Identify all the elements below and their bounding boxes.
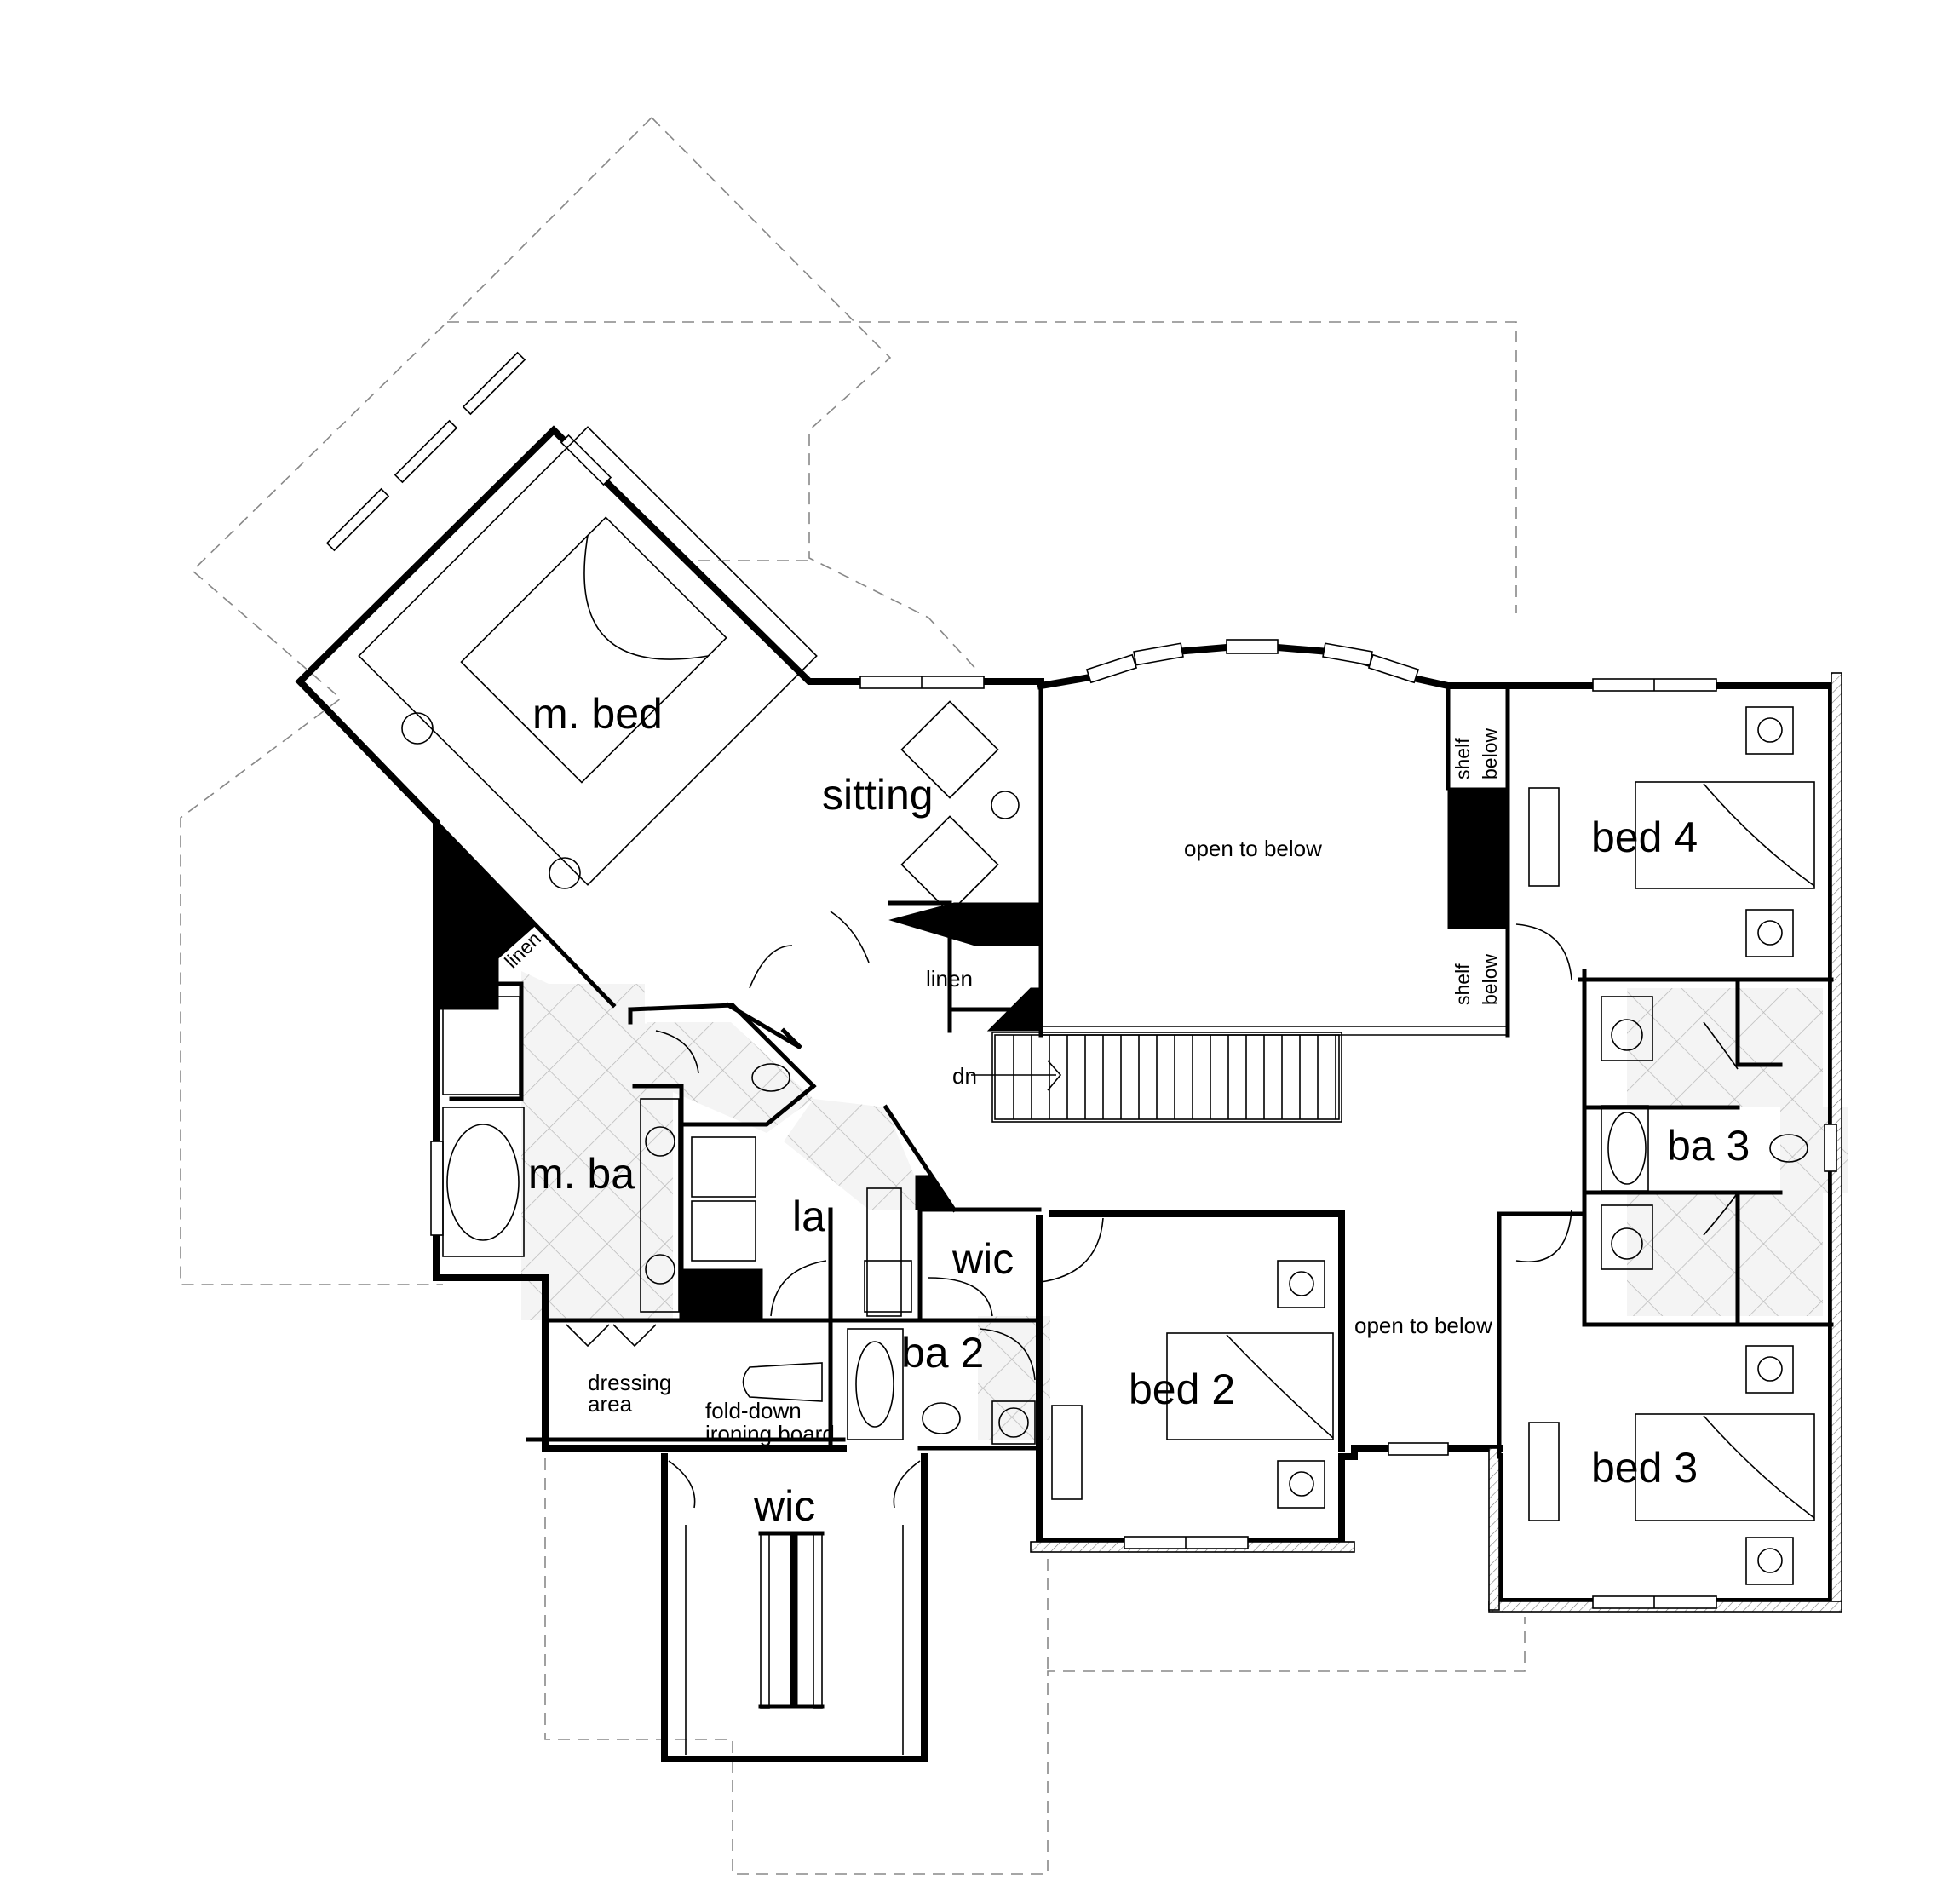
tile-floors [521,971,1848,1440]
label-laundry: la [792,1193,825,1240]
label-wic-small: wic [951,1235,1014,1283]
doors [566,911,1739,1509]
label-wic-master: wic [753,1482,815,1530]
label-sitting: sitting [822,771,934,819]
stairs [971,1032,1342,1123]
label-master-bed: m. bed [532,690,663,738]
label-open-to-below-main: open to below [1184,836,1322,861]
label-ironing-1: fold-down [705,1398,802,1423]
fixtures [358,426,1815,1755]
label-stair-down: dn [952,1063,977,1089]
label-dressing-1: dressing [588,1370,671,1395]
roof-outline [180,117,1526,1875]
solid-fills [435,787,1509,1321]
label-master-bath: m. ba [528,1150,635,1198]
windows [325,351,1837,1609]
room-labels: m. bed sitting open to below shelf below… [500,690,1750,1530]
label-open-to-below-small: open to below [1354,1313,1492,1338]
label-linen-hall: linen [926,966,973,992]
label-bath3: ba 3 [1667,1122,1750,1170]
label-dressing-2: area [588,1391,633,1417]
label-shelf-top-2: below [1479,728,1501,779]
label-bath2: ba 2 [901,1329,984,1377]
label-bed2: bed 2 [1129,1365,1235,1413]
label-shelf-top-1: shelf [1451,738,1474,779]
label-shelf-bottom-2: below [1479,954,1501,1005]
label-ironing-2: ironing board [705,1421,835,1446]
label-shelf-bottom-1: shelf [1451,963,1474,1005]
label-bed4: bed 4 [1591,814,1698,861]
label-bed3: bed 3 [1591,1444,1698,1492]
